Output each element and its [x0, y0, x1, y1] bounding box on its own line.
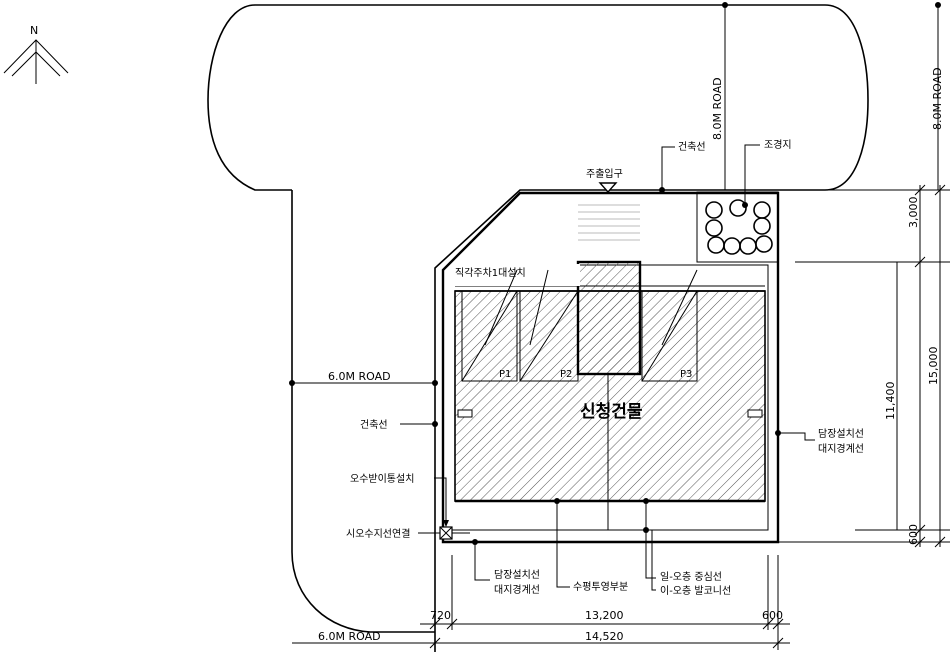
building-line-left-label: 건축선 — [360, 419, 388, 431]
parking-p3: P3 — [680, 369, 692, 380]
new-building-label: 신청건물 — [580, 401, 643, 422]
sewage-box-icon — [439, 526, 453, 540]
bottom-road-label: 6.0M ROAD — [318, 630, 381, 643]
floor-center-label: 일-오층 중심선 — [660, 571, 722, 583]
dim-bottom-600: 600 — [762, 609, 783, 622]
landscape-label: 조경지 — [764, 138, 792, 151]
north-arrow-icon: N — [3, 24, 69, 84]
site-boundary — [441, 191, 780, 544]
parking-p1: P1 — [499, 369, 511, 380]
balcony-line-label: 이-오층 발코니선 — [660, 585, 731, 597]
right-dimensions — [778, 184, 950, 548]
right-road-label: 8.0M ROAD — [931, 67, 944, 130]
sewage-catch-label: 오수받이통설치 — [350, 473, 414, 485]
dim-right-11400: 11,400 — [884, 382, 897, 421]
core-stair — [576, 260, 642, 376]
top-road-label: 8.0M ROAD — [711, 77, 724, 140]
boundary-bottom-label: 대지경계선 — [494, 583, 540, 596]
dim-bottom-720: 720 — [430, 609, 451, 622]
boundary-right-label: 대지경계선 — [818, 442, 864, 455]
left-road-label: 6.0M ROAD — [328, 370, 391, 383]
dim-right-600: 600 — [907, 524, 920, 545]
parking-bays — [461, 290, 698, 382]
horizontal-projection-label: 수평투영부분 — [573, 581, 628, 593]
dim-bottom-13200: 13,200 — [585, 609, 624, 622]
sewer-connect-label: 시오수지선연결 — [346, 528, 410, 540]
dim-right-15000: 15,000 — [927, 347, 940, 386]
tree-icon — [705, 199, 773, 255]
fence-line-bottom-label: 담장설치선 — [494, 569, 540, 581]
road-outline — [207, 4, 869, 652]
entrance-steps — [578, 204, 640, 241]
north-label: N — [30, 24, 38, 37]
dim-bottom-14520: 14,520 — [585, 630, 624, 643]
parking-p2: P2 — [560, 369, 572, 380]
dim-right-3000: 3,000 — [907, 197, 920, 229]
entrance-arrow-icon — [598, 182, 618, 194]
parking-install-label: 직각주차1대설치 — [455, 267, 526, 279]
building-line-top-label: 건축선 — [678, 141, 706, 153]
fence-line-right-label: 담장설치선 — [818, 428, 864, 440]
main-entrance-label: 주출입구 — [586, 167, 623, 180]
bottom-dimensions — [292, 555, 790, 650]
landscape-area — [696, 191, 779, 263]
